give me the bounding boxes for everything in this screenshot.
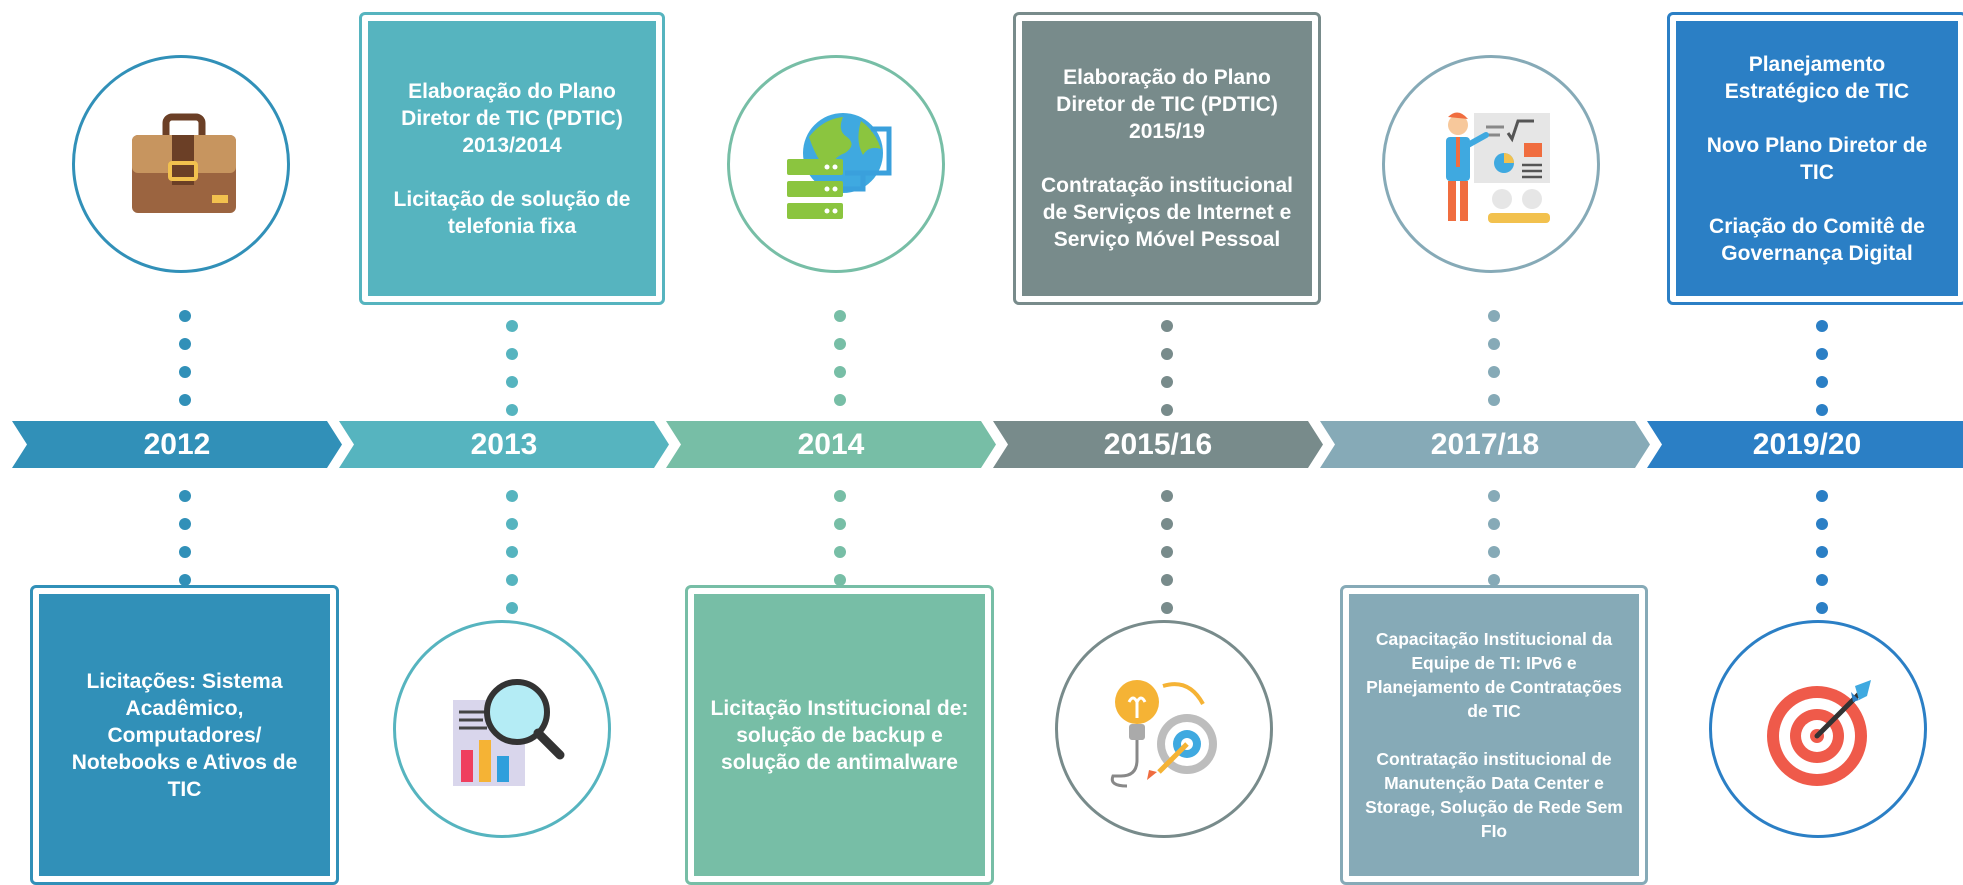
idea-target-icon — [1110, 680, 1217, 788]
circle-2013 — [393, 620, 611, 838]
circle-2014 — [727, 55, 945, 273]
box-2014-text: Licitação Institucional de: solução de b… — [694, 594, 985, 876]
circle-2012 — [72, 55, 290, 273]
target-arrow-icon — [1767, 680, 1871, 786]
box-2017-text: Capacitação Institucional da Equipe de T… — [1349, 594, 1639, 876]
year-arrow-2017-18: 2017/18 — [1320, 421, 1650, 468]
dots-bottom-2013 — [505, 490, 519, 630]
year-label-2015-16: 2015/16 — [1103, 427, 1213, 461]
year-label-2014: 2014 — [797, 427, 865, 461]
box-2015-text: Elaboração do Plano Diretor de TIC (PDTI… — [1022, 21, 1312, 296]
briefcase-icon — [132, 113, 236, 213]
box-2019: Planejamento Estratégico de TIC Novo Pla… — [1667, 12, 1963, 305]
presentation-icon — [1446, 112, 1550, 223]
magnifier-chart-icon — [453, 679, 565, 786]
year-label-2012: 2012 — [143, 427, 211, 461]
box-2013-text: Elaboração do Plano Diretor de TIC (PDTI… — [368, 21, 656, 296]
box-2012: Licitações: Sistema Acadêmico, Computado… — [30, 585, 339, 885]
dots-top-2013 — [505, 320, 519, 432]
dots-top-2015 — [1160, 320, 1174, 432]
dots-top-2017 — [1487, 310, 1501, 422]
year-arrow-2014: 2014 — [666, 421, 996, 468]
dots-bottom-2015 — [1160, 490, 1174, 630]
box-2012-text: Licitações: Sistema Acadêmico, Computado… — [39, 594, 330, 876]
dots-top-2014 — [833, 310, 847, 422]
year-arrow-2012: 2012 — [12, 421, 342, 468]
circle-2017 — [1382, 55, 1600, 273]
globe-server-icon — [787, 113, 892, 219]
box-2017: Capacitação Institucional da Equipe de T… — [1340, 585, 1648, 885]
circle-2019 — [1709, 620, 1927, 838]
year-arrow-2013: 2013 — [339, 421, 669, 468]
year-arrow-2015-16: 2015/16 — [993, 421, 1323, 468]
box-2015: Elaboração do Plano Diretor de TIC (PDTI… — [1013, 12, 1321, 305]
box-2014: Licitação Institucional de: solução de b… — [685, 585, 994, 885]
dots-top-2012 — [178, 310, 192, 422]
dots-bottom-2019 — [1815, 490, 1829, 630]
year-label-2017-18: 2017/18 — [1430, 427, 1540, 461]
box-2019-text: Planejamento Estratégico de TIC Novo Pla… — [1676, 21, 1958, 296]
year-label-2019-20: 2019/20 — [1752, 427, 1862, 461]
year-label-2013: 2013 — [470, 427, 538, 461]
circle-2015 — [1055, 620, 1273, 838]
year-arrow-2019-20: 2019/20 — [1647, 421, 1963, 468]
dots-top-2019 — [1815, 320, 1829, 432]
box-2013: Elaboração do Plano Diretor de TIC (PDTI… — [359, 12, 665, 305]
